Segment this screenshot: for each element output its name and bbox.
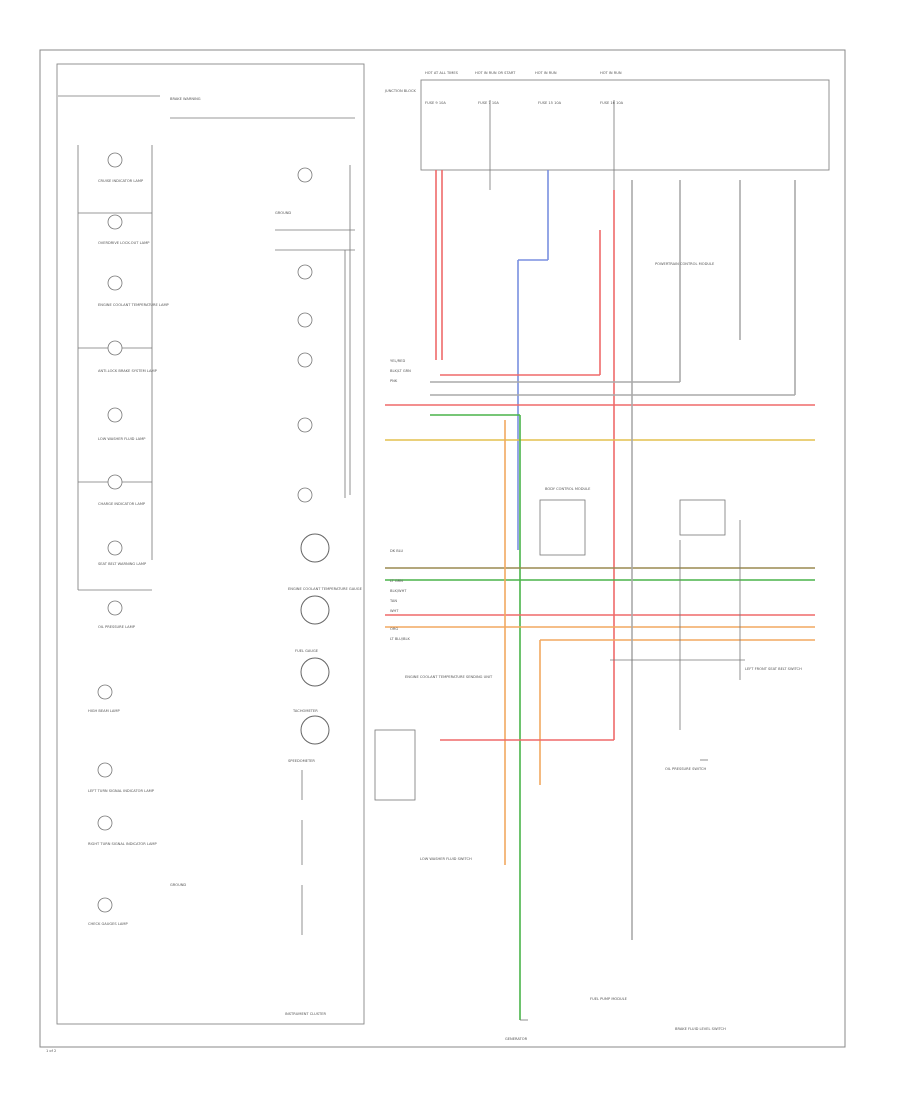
fuel-gauge [300,657,330,687]
fuse-name-2: FUSE 7 10A [478,101,499,105]
lamp-label-8: OIL PRESSURE LAMP [98,625,136,629]
outer-frame [39,49,846,1048]
cruise-indicator-lamp [107,152,123,168]
wire-color-1: YEL/RED [390,359,405,363]
bcm-box [539,499,586,556]
gauge-label-1: ENGINE COOLANT TEMPERATURE GAUGE [288,587,363,591]
lamp-label-4: ANTI-LOCK BRAKE SYSTEM LAMP [98,369,158,373]
fuse-label-4: HOT IN RUN [600,71,622,75]
wire-color-8: WHT [390,609,399,613]
junction-block-box [420,79,830,171]
lamp-label-7: SEAT BELT WARNING LAMP [98,562,147,566]
fuse-label-2: HOT IN RUN OR START [475,71,516,75]
component-label-4: OIL PRESSURE SWITCH [665,767,706,771]
lamp-right-6 [297,487,313,503]
component-label-5: LEFT FRONT SEAT BELT SWITCH [745,667,802,671]
bottom-label-1: LOW WASHER FLUID SWITCH [420,857,472,861]
lamp-right-1 [297,167,313,183]
charge-indicator-lamp [107,474,123,490]
low-washer-lamp [107,407,123,423]
wire-color-10: LT BLU/BLK [390,637,410,641]
gauge-label-4: SPEEDOMETER [288,759,315,763]
switch-box [374,729,416,801]
component-label-1: BODY CONTROL MODULE [545,487,591,491]
lamp-label-11: RIGHT TURN SIGNAL INDICATOR LAMP [88,842,158,846]
wire-color-4: DK BLU [390,549,404,553]
diagram-title: INSTRUMENT CLUSTER [285,1012,326,1016]
brake-warning-label: BRAKE WARNING [170,97,201,101]
overdrive-lockout-lamp [107,214,123,230]
lamp-label-3: ENGINE COOLANT TEMPERATURE LAMP [98,303,170,307]
lamp-right-4 [297,352,313,368]
component-label-3: ENGINE COOLANT TEMPERATURE SENDING UNIT [405,675,493,679]
check-gauges-lamp [97,897,113,913]
fuse-name-4: FUSE 16 10A [600,101,624,105]
fuse-name-1: FUSE 9 10A [425,101,446,105]
lamp-label-5: LOW WASHER FLUID LAMP [98,437,146,441]
fuse-label-3: HOT IN RUN [535,71,557,75]
lamp-label-6: CHARGE INDICATOR LAMP [98,502,146,506]
lamp-label-2: OVERDRIVE LOCK-OUT LAMP [98,241,150,245]
instrument-cluster-box [56,63,365,1025]
junction-block-label: JUNCTION BLOCK [384,89,416,93]
ground-label-1: GROUND [275,211,291,215]
fuse-name-3: FUSE 15 10A [538,101,562,105]
gauge-label-3: TACHOMETER [292,709,318,713]
lamp-right-5 [297,417,313,433]
component-label-7: BRAKE FLUID LEVEL SWITCH [675,1027,726,1031]
component-label-6: FUEL PUMP MODULE [590,997,628,1001]
coolant-temp-lamp [107,275,123,291]
lamp-right-3 [297,312,313,328]
high-beam-lamp [97,684,113,700]
pcm-box [679,499,726,536]
lamp-label-9: HIGH BEAM LAMP [88,709,120,713]
oil-pressure-lamp [107,600,123,616]
abs-lamp [107,340,123,356]
wire-color-7: TAN [389,599,397,603]
ground-label-2: GROUND [170,883,186,887]
page-number: 1 of 2 [46,1049,56,1053]
fuse-label-1: HOT AT ALL TIMES [425,71,459,75]
gauge-label-2: FUEL GAUGE [295,649,319,653]
lamp-label-10: LEFT TURN SIGNAL INDICATOR LAMP [88,789,155,793]
wire-color-2: BLK/LT GRN [390,369,411,373]
component-label-2: POWERTRAIN CONTROL MODULE [655,262,715,266]
left-turn-lamp [97,762,113,778]
tachometer-gauge [300,715,330,745]
wire-color-6: BLK/WHT [390,589,407,593]
right-turn-lamp [97,815,113,831]
lamp-label-1: CRUISE INDICATOR LAMP [98,179,144,183]
seat-belt-lamp [107,540,123,556]
oil-gauge [300,595,330,625]
bottom-label-2: GENERATOR [505,1037,528,1041]
wire-color-3: PNK [390,379,398,383]
wire-color-9: ORG [390,627,398,631]
lamp-right-2 [297,264,313,280]
coolant-temp-gauge [300,533,330,563]
lamp-label-12: CHECK GAUGES LAMP [88,922,128,926]
wire-color-5: LT GRN [390,579,403,583]
